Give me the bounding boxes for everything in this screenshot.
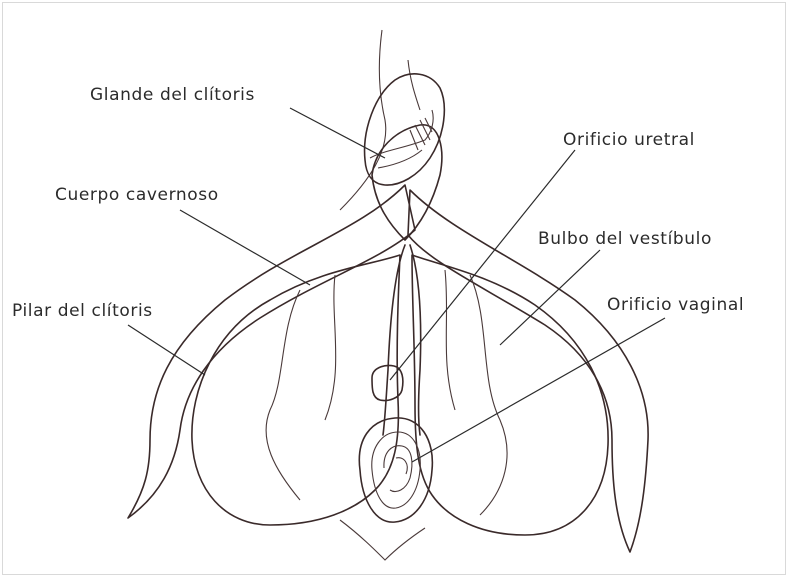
label-crus: Pilar del clítoris — [12, 301, 153, 321]
perineum-line — [340, 520, 425, 560]
bulb-vein-left — [266, 290, 300, 500]
vestibule-fold-left — [383, 245, 405, 435]
vestibular-bulb-left — [192, 255, 400, 525]
label-glans: Glande del clítoris — [90, 85, 255, 105]
bulb-vein-right-2 — [445, 270, 455, 410]
vaginal-inner-3 — [396, 458, 407, 474]
label-vaginal-orifice: Orificio vaginal — [607, 295, 744, 315]
vestibular-bulb-right — [412, 255, 608, 535]
bulb-vein-left-2 — [325, 275, 336, 420]
label-body: Cuerpo cavernoso — [55, 185, 219, 205]
bulb-vein-right — [470, 275, 507, 515]
glans-fold — [370, 110, 433, 158]
suspensory-ligament-line-2 — [408, 60, 420, 110]
leader-urethral — [390, 150, 575, 380]
label-urethral-orifice: Orificio uretral — [563, 130, 695, 150]
clitoral-body — [372, 125, 442, 240]
leader-bulb — [500, 250, 600, 345]
leader-body — [180, 210, 310, 285]
label-vestibular-bulb: Bulbo del vestíbulo — [538, 229, 712, 249]
